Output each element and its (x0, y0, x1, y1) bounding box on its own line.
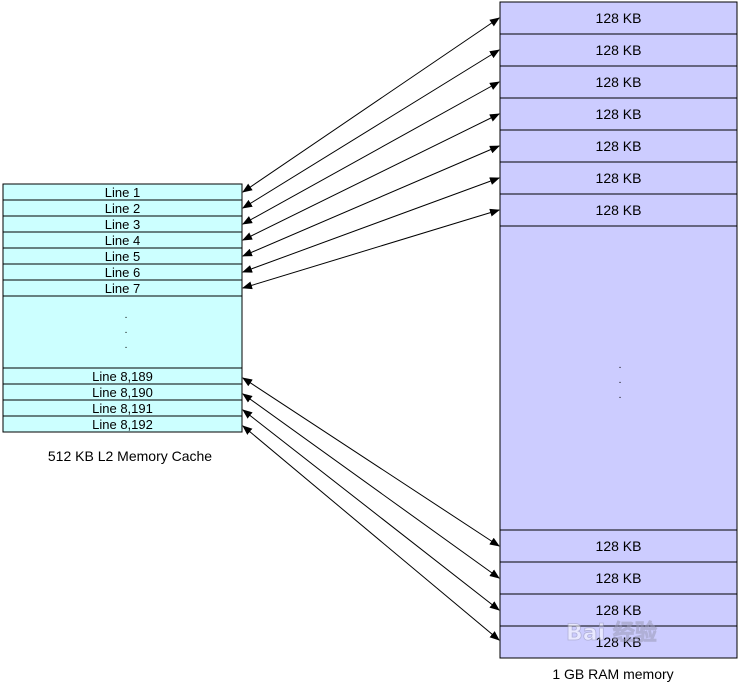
ram-block: 128 KB (499, 97, 738, 131)
ellipsis-dot: . (125, 325, 128, 336)
ram-block-label: 128 KB (596, 106, 642, 122)
ram-ellipsis: ... (619, 360, 622, 401)
mapping-arrow (242, 113, 500, 241)
mapping-arrow (242, 393, 500, 579)
cache-top-lines: Line 1 Line 2 Line 3 Line 4 Line 5 Line … (2, 183, 243, 297)
cache-line-label: Line 8,192 (92, 417, 153, 432)
ram-block-label: 128 KB (596, 138, 642, 154)
cache-line-label: Line 8,189 (92, 369, 153, 384)
mapping-arrow (242, 409, 500, 611)
cache-line: Line 6 (2, 263, 243, 281)
mapping-arrow (242, 81, 500, 225)
ram-block: 128 KB (499, 561, 738, 595)
ram-caption: 1 GB RAM memory (552, 666, 673, 682)
cache-line-label: Line 1 (105, 185, 140, 200)
cache-line-label: Line 5 (105, 249, 140, 264)
ram-block: 128 KB (499, 1, 738, 35)
cache-line: Line 8,191 (2, 399, 243, 417)
cache-line: Line 2 (2, 199, 243, 217)
mapping-arrow (242, 49, 500, 209)
cache-line: Line 8,189 (2, 367, 243, 385)
ram-block-label: 128 KB (596, 42, 642, 58)
cache-line-label: Line 7 (105, 281, 140, 296)
ram-block: 128 KB (499, 33, 738, 67)
cache-line-label: Line 8,190 (92, 385, 153, 400)
mapping-arrows (242, 17, 500, 641)
ram-block-label: 128 KB (596, 538, 642, 554)
ram-block: 128 KB (499, 193, 738, 227)
mapping-arrow (242, 208, 500, 290)
mapping-arrow (242, 17, 500, 193)
cache-line: Line 1 (2, 183, 243, 201)
l2-cache: Line 1 Line 2 Line 3 Line 4 Line 5 Line … (2, 183, 243, 464)
cache-line-label: Line 6 (105, 265, 140, 280)
mapping-arrow (242, 377, 500, 547)
ram-block: 128 KB (499, 529, 738, 563)
ram-memory: 128 KB 128 KB 128 KB 128 KB 128 KB 128 K… (499, 1, 738, 682)
cache-line-label: Line 3 (105, 217, 140, 232)
cache-caption: 512 KB L2 Memory Cache (48, 448, 212, 464)
ram-block-label: 128 KB (596, 170, 642, 186)
cache-line: Line 7 (2, 279, 243, 297)
ram-block-label: 128 KB (596, 202, 642, 218)
ellipsis-dot: . (619, 360, 622, 371)
ram-block: 128 KB (499, 129, 738, 163)
cache-line-label: Line 8,191 (92, 401, 153, 416)
ram-block-label: 128 KB (596, 74, 642, 90)
ellipsis-dot: . (619, 375, 622, 386)
cache-line: Line 8,192 (2, 415, 243, 433)
cache-line-label: Line 2 (105, 201, 140, 216)
mapping-arrow (242, 145, 500, 257)
ram-block: 128 KB (499, 593, 738, 627)
watermark-text: Bai 经验 (566, 620, 657, 646)
ellipsis-dot: . (125, 310, 128, 321)
cache-line: Line 8,190 (2, 383, 243, 401)
cache-line-label: Line 4 (105, 233, 140, 248)
ram-block-label: 128 KB (596, 634, 642, 650)
ram-ellipsis-block: ... (499, 225, 738, 531)
watermark: Bai 经验 (566, 620, 658, 647)
ram-block-label: 128 KB (596, 602, 642, 618)
ram-block-label: 128 KB (596, 10, 642, 26)
cache-ellipsis: ... (125, 310, 128, 351)
ram-block-label: 128 KB (596, 570, 642, 586)
cache-line: Line 3 (2, 215, 243, 233)
ellipsis-dot: . (125, 340, 128, 351)
cache-ellipsis-block: ... (2, 295, 243, 369)
cache-bottom-lines: Line 8,189 Line 8,190 Line 8,191 Line 8,… (2, 367, 243, 433)
ram-block: 128 KB (499, 65, 738, 99)
cache-line: Line 4 (2, 231, 243, 249)
ram-block: 128 KB (499, 625, 738, 659)
ram-block: 128 KB (499, 161, 738, 195)
ram-top-blocks: 128 KB 128 KB 128 KB 128 KB 128 KB 128 K… (499, 1, 738, 227)
mapping-arrow (242, 425, 500, 641)
cache-line: Line 5 (2, 247, 243, 265)
ram-bottom-blocks: 128 KB 128 KB 128 KB 128 KB (499, 529, 738, 659)
mapping-arrow (242, 177, 500, 273)
ellipsis-dot: . (619, 390, 622, 401)
